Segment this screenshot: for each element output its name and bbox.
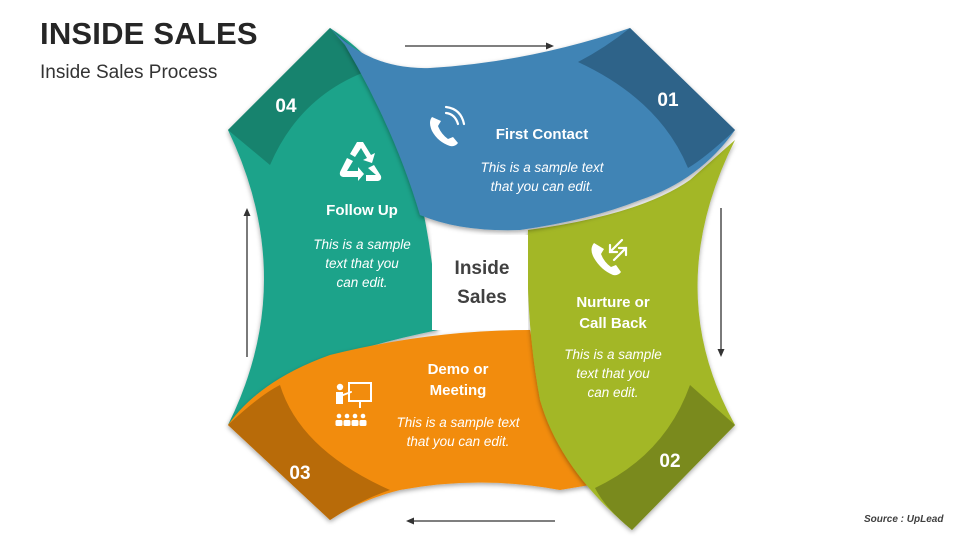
center-box — [432, 235, 528, 330]
segment-first-contact — [330, 28, 735, 231]
cycle-arrow-bottom — [406, 517, 555, 525]
segment-demo-meeting — [228, 330, 620, 520]
phone-call-icon — [430, 105, 466, 147]
step-title-demo-line1: Demo or — [428, 361, 489, 378]
step-title-first-contact: First Contact — [496, 126, 589, 143]
step-number-01: 01 — [657, 90, 679, 111]
segment-04-tip — [228, 28, 370, 165]
step-desc-01-line1: This is a sample text — [480, 160, 604, 175]
page-title: INSIDE SALES — [40, 16, 258, 51]
step-number-04: 04 — [275, 96, 297, 117]
cycle-arrow-right — [717, 208, 725, 357]
step-number-03: 03 — [289, 463, 310, 484]
presentation-icon — [335, 382, 372, 426]
center-label-line1: Inside — [455, 258, 510, 279]
step-number-02: 02 — [659, 451, 680, 472]
step-desc-02-line2: text that you — [576, 366, 650, 381]
cycle-arrow-top — [405, 42, 554, 50]
callback-phone-icon — [591, 238, 628, 276]
step-title-nurture-line2: Call Back — [579, 315, 647, 332]
segment-01-tip — [578, 28, 735, 168]
step-desc-04-line3: can edit. — [336, 275, 387, 290]
segment-nurture — [527, 140, 735, 530]
step-title-follow-up: Follow Up — [326, 202, 398, 219]
center-label-line2: Sales — [457, 287, 507, 308]
segment-02-tip — [595, 385, 735, 530]
cycle-arrow-left — [243, 208, 251, 357]
step-desc-04-line1: This is a sample — [313, 237, 411, 252]
source-note: Source : UpLead — [864, 514, 944, 525]
step-desc-01-line2: that you can edit. — [491, 179, 594, 194]
segment-03-tip — [228, 385, 390, 520]
step-desc-04-line2: text that you — [325, 256, 399, 271]
page-subtitle: Inside Sales Process — [40, 62, 218, 83]
step-desc-03-line2: that you can edit. — [407, 434, 510, 449]
recycle-icon — [339, 142, 382, 181]
step-title-nurture-line1: Nurture or — [576, 294, 650, 311]
step-desc-02-line1: This is a sample — [564, 347, 662, 362]
step-title-demo-line2: Meeting — [430, 382, 487, 399]
step-desc-03-line1: This is a sample text — [396, 415, 520, 430]
segment-follow-up — [228, 28, 438, 425]
step-desc-02-line3: can edit. — [587, 385, 638, 400]
